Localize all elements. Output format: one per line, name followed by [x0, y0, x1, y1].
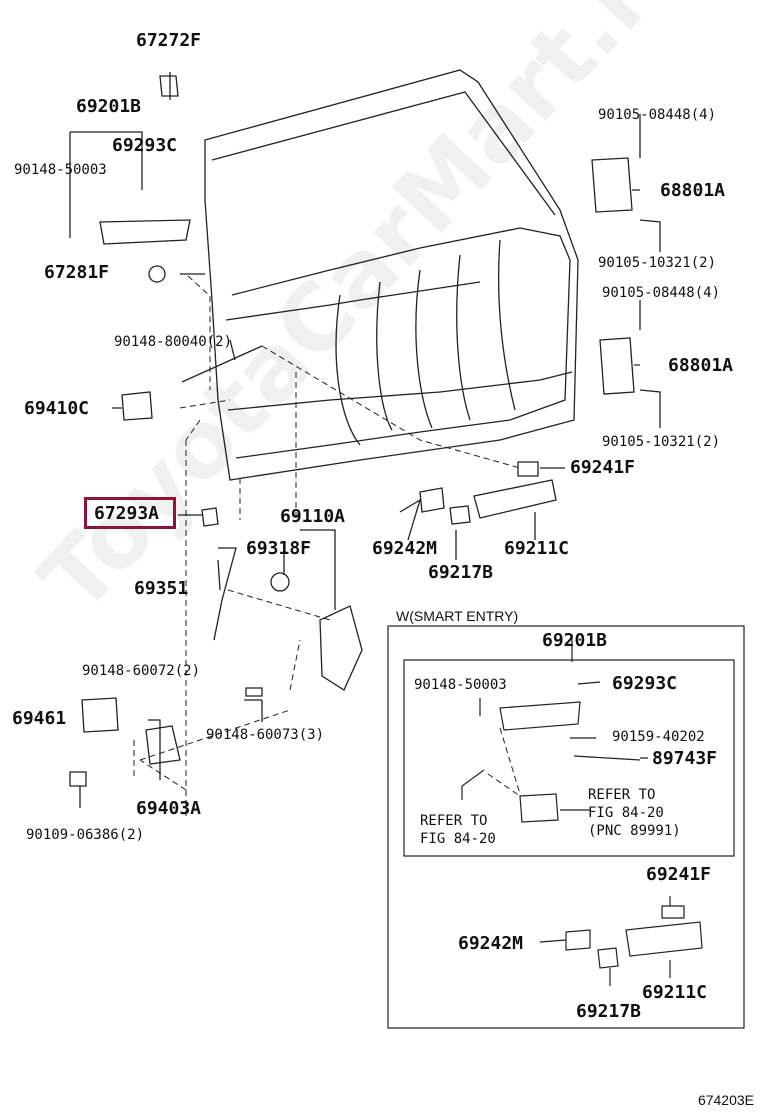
- door-trim-line: [225, 281, 481, 321]
- label-smart-refer-right-2[interactable]: FIG 84-20: [588, 805, 664, 821]
- lock-69110a-part: [319, 605, 363, 691]
- bolt-90109-06386-part: [69, 771, 87, 787]
- leader-lines: [69, 72, 661, 808]
- label-90105-08448-top[interactable]: 90105-08448(4): [598, 107, 717, 123]
- cap-69217b-part: [449, 505, 471, 525]
- smart-entry-inner-box: [403, 659, 735, 857]
- smart-leaders: [461, 638, 671, 986]
- latch-69403a-part: [145, 725, 181, 765]
- smart-cover-69241f-part: [661, 905, 685, 919]
- label-smart-69211c[interactable]: 69211C: [642, 982, 708, 1003]
- back-door-window: [231, 227, 571, 459]
- figure-code: 674203E: [697, 1092, 754, 1108]
- door-panel-curves: [335, 239, 516, 446]
- handle-69201b-part: [99, 219, 191, 245]
- label-smart-refer-right-1[interactable]: REFER TO: [588, 787, 656, 803]
- label-69201b[interactable]: 69201B: [76, 96, 142, 117]
- label-67272f[interactable]: 67272F: [136, 30, 202, 51]
- label-90148-80040[interactable]: 90148-80040(2): [114, 334, 233, 350]
- bracket-69461-part: [81, 697, 119, 733]
- label-69461[interactable]: 69461: [12, 708, 67, 729]
- dashed-guides: [133, 275, 521, 820]
- smart-sensor-part: [519, 793, 559, 823]
- smart-pad-69242m-part: [565, 929, 591, 951]
- back-door-inner-line: [211, 91, 556, 216]
- label-67293a[interactable]: 67293A: [94, 503, 160, 524]
- label-smart-69201b[interactable]: 69201B: [542, 630, 608, 651]
- label-smart-69293c[interactable]: 69293C: [612, 673, 678, 694]
- label-smart-refer-left-2[interactable]: FIG 84-20: [420, 831, 496, 847]
- smart-entry-box: [387, 625, 745, 1029]
- back-door-outline: [204, 69, 579, 481]
- label-smart-89743f[interactable]: 89743F: [652, 748, 718, 769]
- label-90105-08448-bottom[interactable]: 90105-08448(4): [602, 285, 721, 301]
- pad-69242m-part: [419, 487, 445, 513]
- smart-handle-69211c-part: [625, 921, 703, 957]
- label-69241f[interactable]: 69241F: [570, 457, 636, 478]
- smart-entry-title: W(SMART ENTRY): [396, 608, 519, 624]
- label-69318f[interactable]: 69318F: [246, 538, 312, 559]
- label-90148-50003[interactable]: 90148-50003: [14, 162, 107, 178]
- label-90148-60073[interactable]: 90148-60073(3): [206, 727, 325, 743]
- label-smart-90159-40202[interactable]: 90159-40202: [612, 729, 705, 745]
- label-smart-69242m[interactable]: 69242M: [458, 933, 524, 954]
- cover-69241f-part: [517, 461, 539, 477]
- label-69410c[interactable]: 69410C: [24, 398, 90, 419]
- smart-cap-69217b-part: [597, 947, 619, 969]
- cushion-69318f-part: [270, 572, 290, 592]
- label-90148-60072[interactable]: 90148-60072(2): [82, 663, 201, 679]
- label-69217b[interactable]: 69217B: [428, 562, 494, 583]
- label-smart-refer-right-3[interactable]: (PNC 89991): [588, 823, 681, 839]
- smart-harness-89743f-part: [573, 755, 641, 761]
- label-68801a-top[interactable]: 68801A: [660, 180, 726, 201]
- hinge-lower-part: [599, 337, 635, 395]
- smart-handle-part: [499, 701, 581, 731]
- label-smart-69217b[interactable]: 69217B: [576, 1001, 642, 1022]
- label-69351[interactable]: 69351: [134, 578, 189, 599]
- label-90105-10321-top[interactable]: 90105-10321(2): [598, 255, 717, 271]
- handle-69211c-part: [473, 479, 557, 519]
- label-90109-06386[interactable]: 90109-06386(2): [26, 827, 145, 843]
- bolt-90148-60073-part: [245, 687, 263, 697]
- label-90105-10321-bottom[interactable]: 90105-10321(2): [602, 434, 721, 450]
- label-69403a[interactable]: 69403A: [136, 798, 202, 819]
- label-69110a[interactable]: 69110A: [280, 506, 346, 527]
- label-smart-refer-left-1[interactable]: REFER TO: [420, 813, 488, 829]
- door-lower-edge: [227, 371, 573, 411]
- smart-dashed-guides: [487, 727, 521, 797]
- label-68801a-bottom[interactable]: 68801A: [668, 355, 734, 376]
- label-69211c[interactable]: 69211C: [504, 538, 570, 559]
- label-smart-69241f[interactable]: 69241F: [646, 864, 712, 885]
- stopper-67272f-part: [159, 75, 179, 97]
- cushion-67281f-part: [148, 265, 166, 283]
- highlighted-part-frame: [84, 497, 176, 529]
- cushion-67293a-part: [201, 507, 219, 527]
- label-67281f[interactable]: 67281F: [44, 262, 110, 283]
- hinge-upper-part: [591, 157, 633, 213]
- striker-69410c-part: [121, 391, 153, 421]
- rod-69351-part: [213, 547, 237, 641]
- label-69293c[interactable]: 69293C: [112, 135, 178, 156]
- label-69242m[interactable]: 69242M: [372, 538, 438, 559]
- label-smart-90148-50003[interactable]: 90148-50003: [414, 677, 507, 693]
